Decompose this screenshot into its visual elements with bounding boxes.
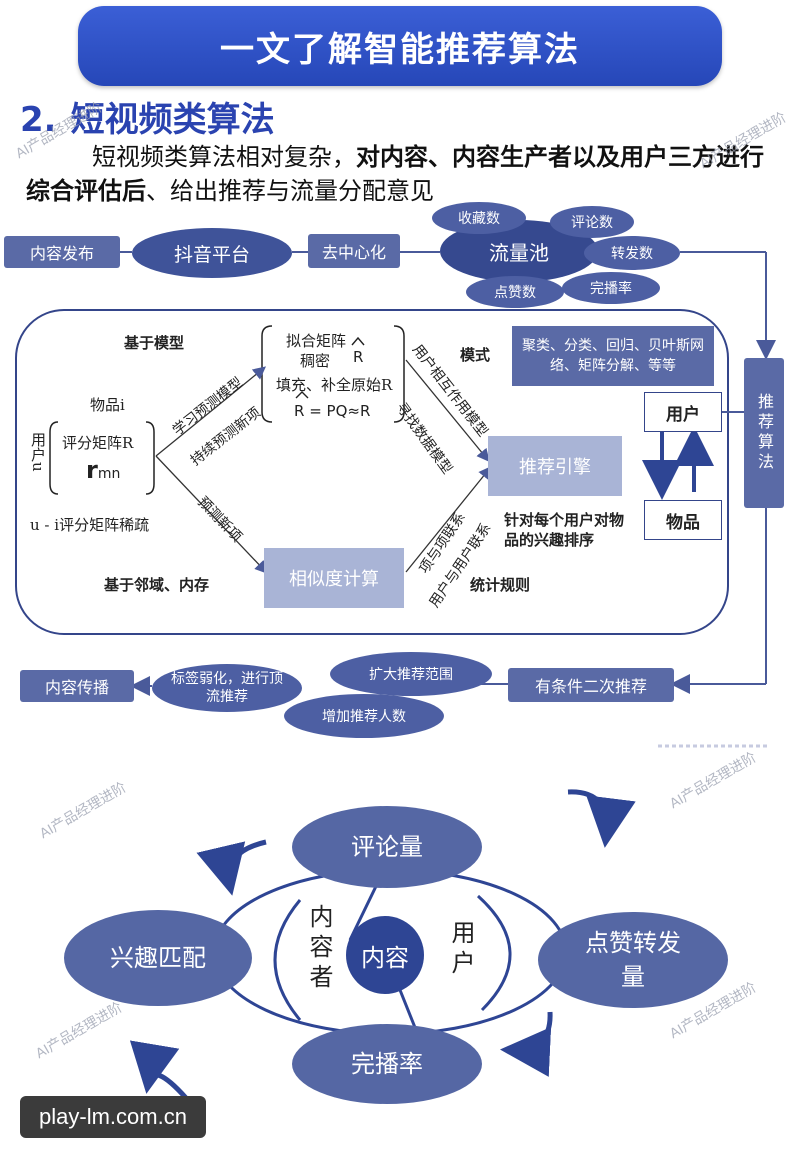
completion-rate-ellipse-big: 完播率 xyxy=(292,1024,482,1104)
like-count-ellipse: 点赞数 xyxy=(466,276,564,308)
r-hat-label: R xyxy=(353,348,364,366)
r-symbol: r xyxy=(86,456,98,484)
engine-desc-label: 针对每个用户对物品的兴趣排序 xyxy=(504,511,625,549)
content-publish-box: 内容发布 xyxy=(4,236,120,268)
fill-matrix-label: 填充、补全原始R xyxy=(276,376,393,394)
r-subscript: mn xyxy=(97,466,121,482)
section-number: 2. xyxy=(20,100,57,140)
r-mn-symbol: rmn xyxy=(86,456,120,484)
pattern-label: 模式 xyxy=(460,346,491,364)
fit-matrix-label: 拟合矩阵 xyxy=(286,332,347,350)
methods-box: 聚类、分类、回归、贝叶斯网络、矩阵分解、等等 xyxy=(512,326,714,386)
weaken-tags-ellipse: 标签弱化，进行顶流推荐 xyxy=(152,664,302,712)
decentralize-box: 去中心化 xyxy=(308,234,400,268)
stats-rules-label: 统计规则 xyxy=(470,576,531,594)
sparse-matrix-label: u - i评分矩阵稀疏 xyxy=(30,516,150,534)
section-title-text: 短视频类算法 xyxy=(70,100,275,140)
content-spread-box: 内容传播 xyxy=(20,670,134,702)
secondary-recommend-box: 有条件二次推荐 xyxy=(508,668,674,702)
user-u-label: 用户u xyxy=(29,432,47,472)
neighbor-label: 基于邻域、内存 xyxy=(104,576,210,594)
douyin-platform-ellipse: 抖音平台 xyxy=(132,228,292,278)
item-i-label: 物品i xyxy=(90,396,125,414)
page-title: 一文了解智能推荐算法 xyxy=(78,6,722,86)
user-cycle-label: 用户 xyxy=(447,920,475,980)
comments-ellipse: 评论量 xyxy=(292,806,482,888)
interest-match-ellipse: 兴趣匹配 xyxy=(64,910,252,1006)
recommend-engine-box: 推荐引擎 xyxy=(488,436,622,496)
intro-bold: 对内容、内容生产者以及用户三方进行综合评估后 xyxy=(26,143,764,205)
rating-matrix-label: 评分矩阵R xyxy=(62,434,134,452)
recommend-algo-box: 推荐算法 xyxy=(744,358,784,508)
collect-count-ellipse: 收藏数 xyxy=(432,202,526,234)
forward-count-ellipse: 转发数 xyxy=(584,236,680,270)
similarity-box: 相似度计算 xyxy=(264,548,404,608)
item-box: 物品 xyxy=(644,500,722,540)
section-title: 2. 短视频类算法 xyxy=(20,92,275,141)
dense-label: 稠密 xyxy=(300,352,331,370)
expand-range-ellipse: 扩大推荐范围 xyxy=(330,652,492,696)
footer-badge: play-lm.com.cn xyxy=(20,1096,206,1138)
user-box: 用户 xyxy=(644,392,722,432)
intro-part3: 、给出推荐与流量分配意见 xyxy=(146,177,434,205)
increase-users-ellipse: 增加推荐人数 xyxy=(284,694,444,738)
likes-forward-ellipse: 点赞转发量 xyxy=(538,912,728,1008)
formula-label: R = PQ≈R xyxy=(294,402,371,420)
completion-rate-ellipse: 完播率 xyxy=(562,272,660,304)
creator-label: 内容者 xyxy=(305,904,333,994)
intro-part1: 短视频类算法相对复杂， xyxy=(92,143,356,171)
comment-count-ellipse: 评论数 xyxy=(550,206,634,238)
content-center-circle: 内容 xyxy=(346,916,424,994)
model-based-label: 基于模型 xyxy=(124,334,185,352)
intro-paragraph: 短视频类算法相对复杂，对内容、内容生产者以及用户三方进行综合评估后、给出推荐与流… xyxy=(26,140,786,208)
